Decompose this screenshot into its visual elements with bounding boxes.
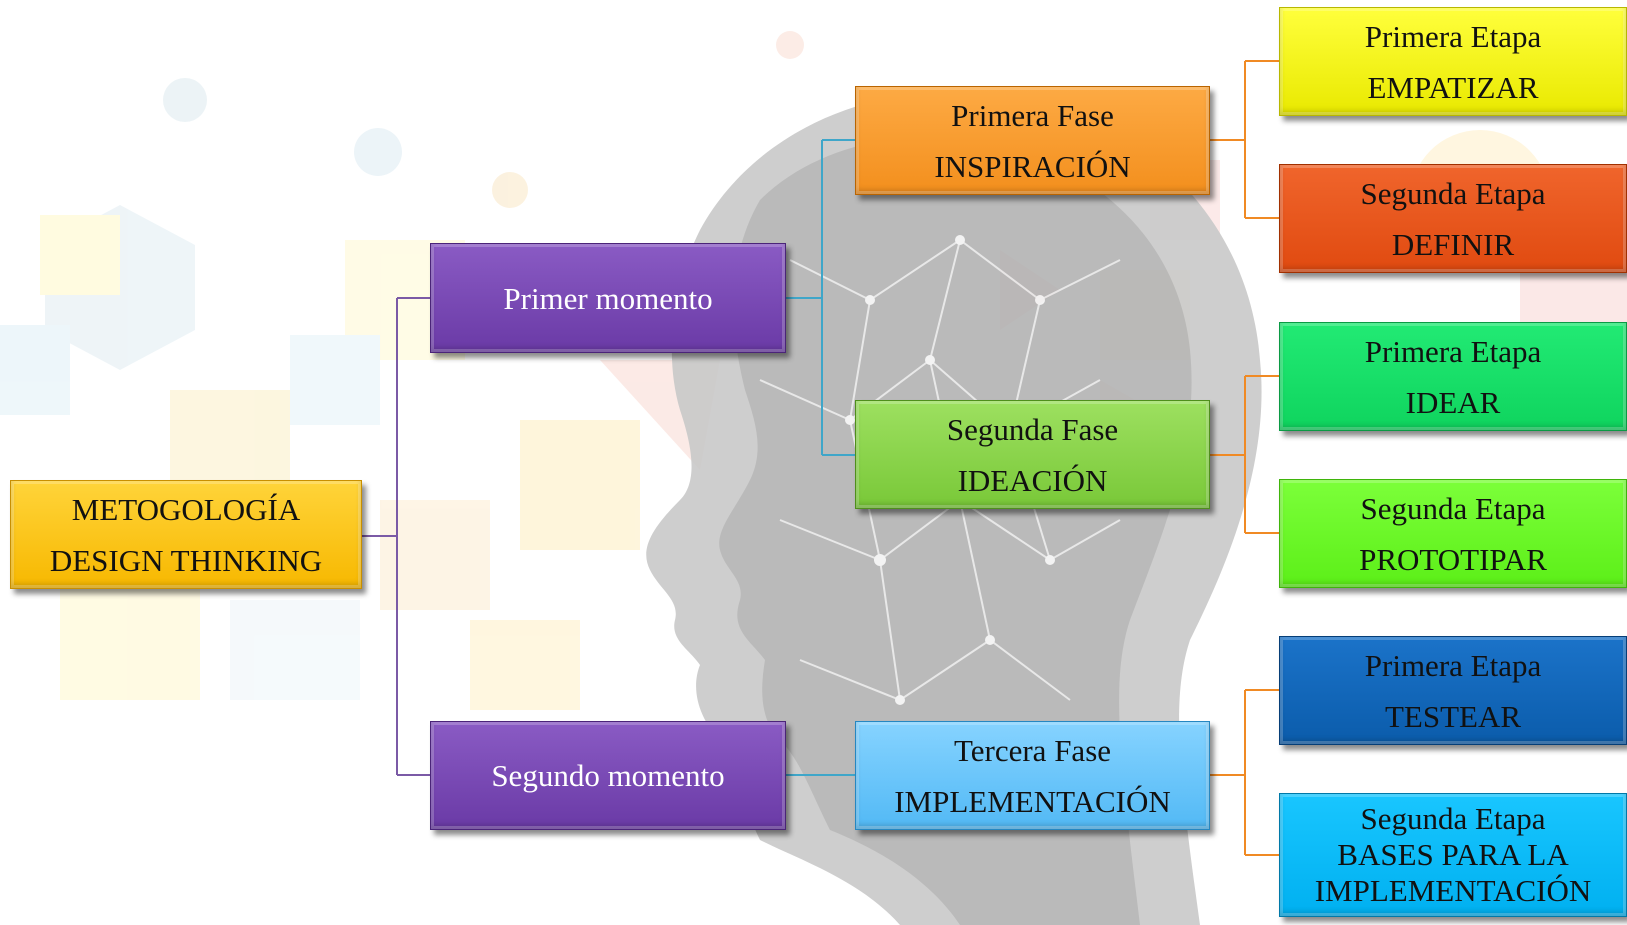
connector-root-to-moments <box>362 297 430 776</box>
connector-phase1-to-stages <box>1210 60 1279 219</box>
node-text-line: Tercera Fase <box>953 732 1112 768</box>
node-text-line: DESIGN THINKING <box>49 542 323 578</box>
node-segundo-momento: Segundo momento <box>430 721 786 830</box>
node-text-line: Segunda Etapa <box>1360 490 1546 526</box>
node-text-line: Segunda Etapa <box>1360 801 1546 836</box>
node-root-design-thinking: METOGOLOGÍA DESIGN THINKING <box>10 480 362 589</box>
connector-phase2-to-stages <box>1210 375 1279 534</box>
node-text-line: INSPIRACIÓN <box>934 148 1131 184</box>
node-text-line: BASES PARA LA <box>1337 837 1569 872</box>
node-text-line: Primer momento <box>503 280 713 316</box>
node-text-line: IMPLEMENTACIÓN <box>894 783 1171 819</box>
node-text-line: Primera Etapa <box>1364 18 1542 54</box>
connector-moment1-to-phases <box>786 139 855 456</box>
node-text-line: IDEAR <box>1405 384 1501 420</box>
node-text-line: Segunda Etapa <box>1360 175 1546 211</box>
node-text-line: IDEACIÓN <box>957 462 1108 498</box>
node-segunda-fase: Segunda Fase IDEACIÓN <box>855 400 1210 509</box>
node-text-line: PROTOTIPAR <box>1359 541 1547 577</box>
node-etapa-idear: Primera Etapa IDEAR <box>1279 322 1627 431</box>
node-primera-fase: Primera Fase INSPIRACIÓN <box>855 86 1210 195</box>
node-text-line: Segunda Fase <box>946 411 1119 447</box>
node-etapa-bases-implementacion: Segunda Etapa BASES PARA LA IMPLEMENTACI… <box>1279 793 1627 917</box>
node-etapa-definir: Segunda Etapa DEFINIR <box>1279 164 1627 273</box>
node-tercera-fase: Tercera Fase IMPLEMENTACIÓN <box>855 721 1210 830</box>
node-etapa-testear: Primera Etapa TESTEAR <box>1279 636 1627 745</box>
node-text-line: METOGOLOGÍA <box>71 491 301 527</box>
node-text-line: EMPATIZAR <box>1367 69 1539 105</box>
node-text-line: Primera Etapa <box>1364 333 1542 369</box>
node-text-line: DEFINIR <box>1391 226 1515 262</box>
node-text-line: TESTEAR <box>1384 698 1522 734</box>
node-text-line: Primera Fase <box>951 97 1114 133</box>
node-etapa-prototipar: Segunda Etapa PROTOTIPAR <box>1279 479 1627 588</box>
connector-phase3-to-stages <box>1210 689 1279 856</box>
node-text-line: Segundo momento <box>491 758 725 793</box>
node-text-line: Primera Etapa <box>1364 647 1542 683</box>
node-primer-momento: Primer momento <box>430 243 786 353</box>
node-text-line: IMPLEMENTACIÓN <box>1314 873 1592 908</box>
node-etapa-empatizar: Primera Etapa EMPATIZAR <box>1279 7 1627 116</box>
